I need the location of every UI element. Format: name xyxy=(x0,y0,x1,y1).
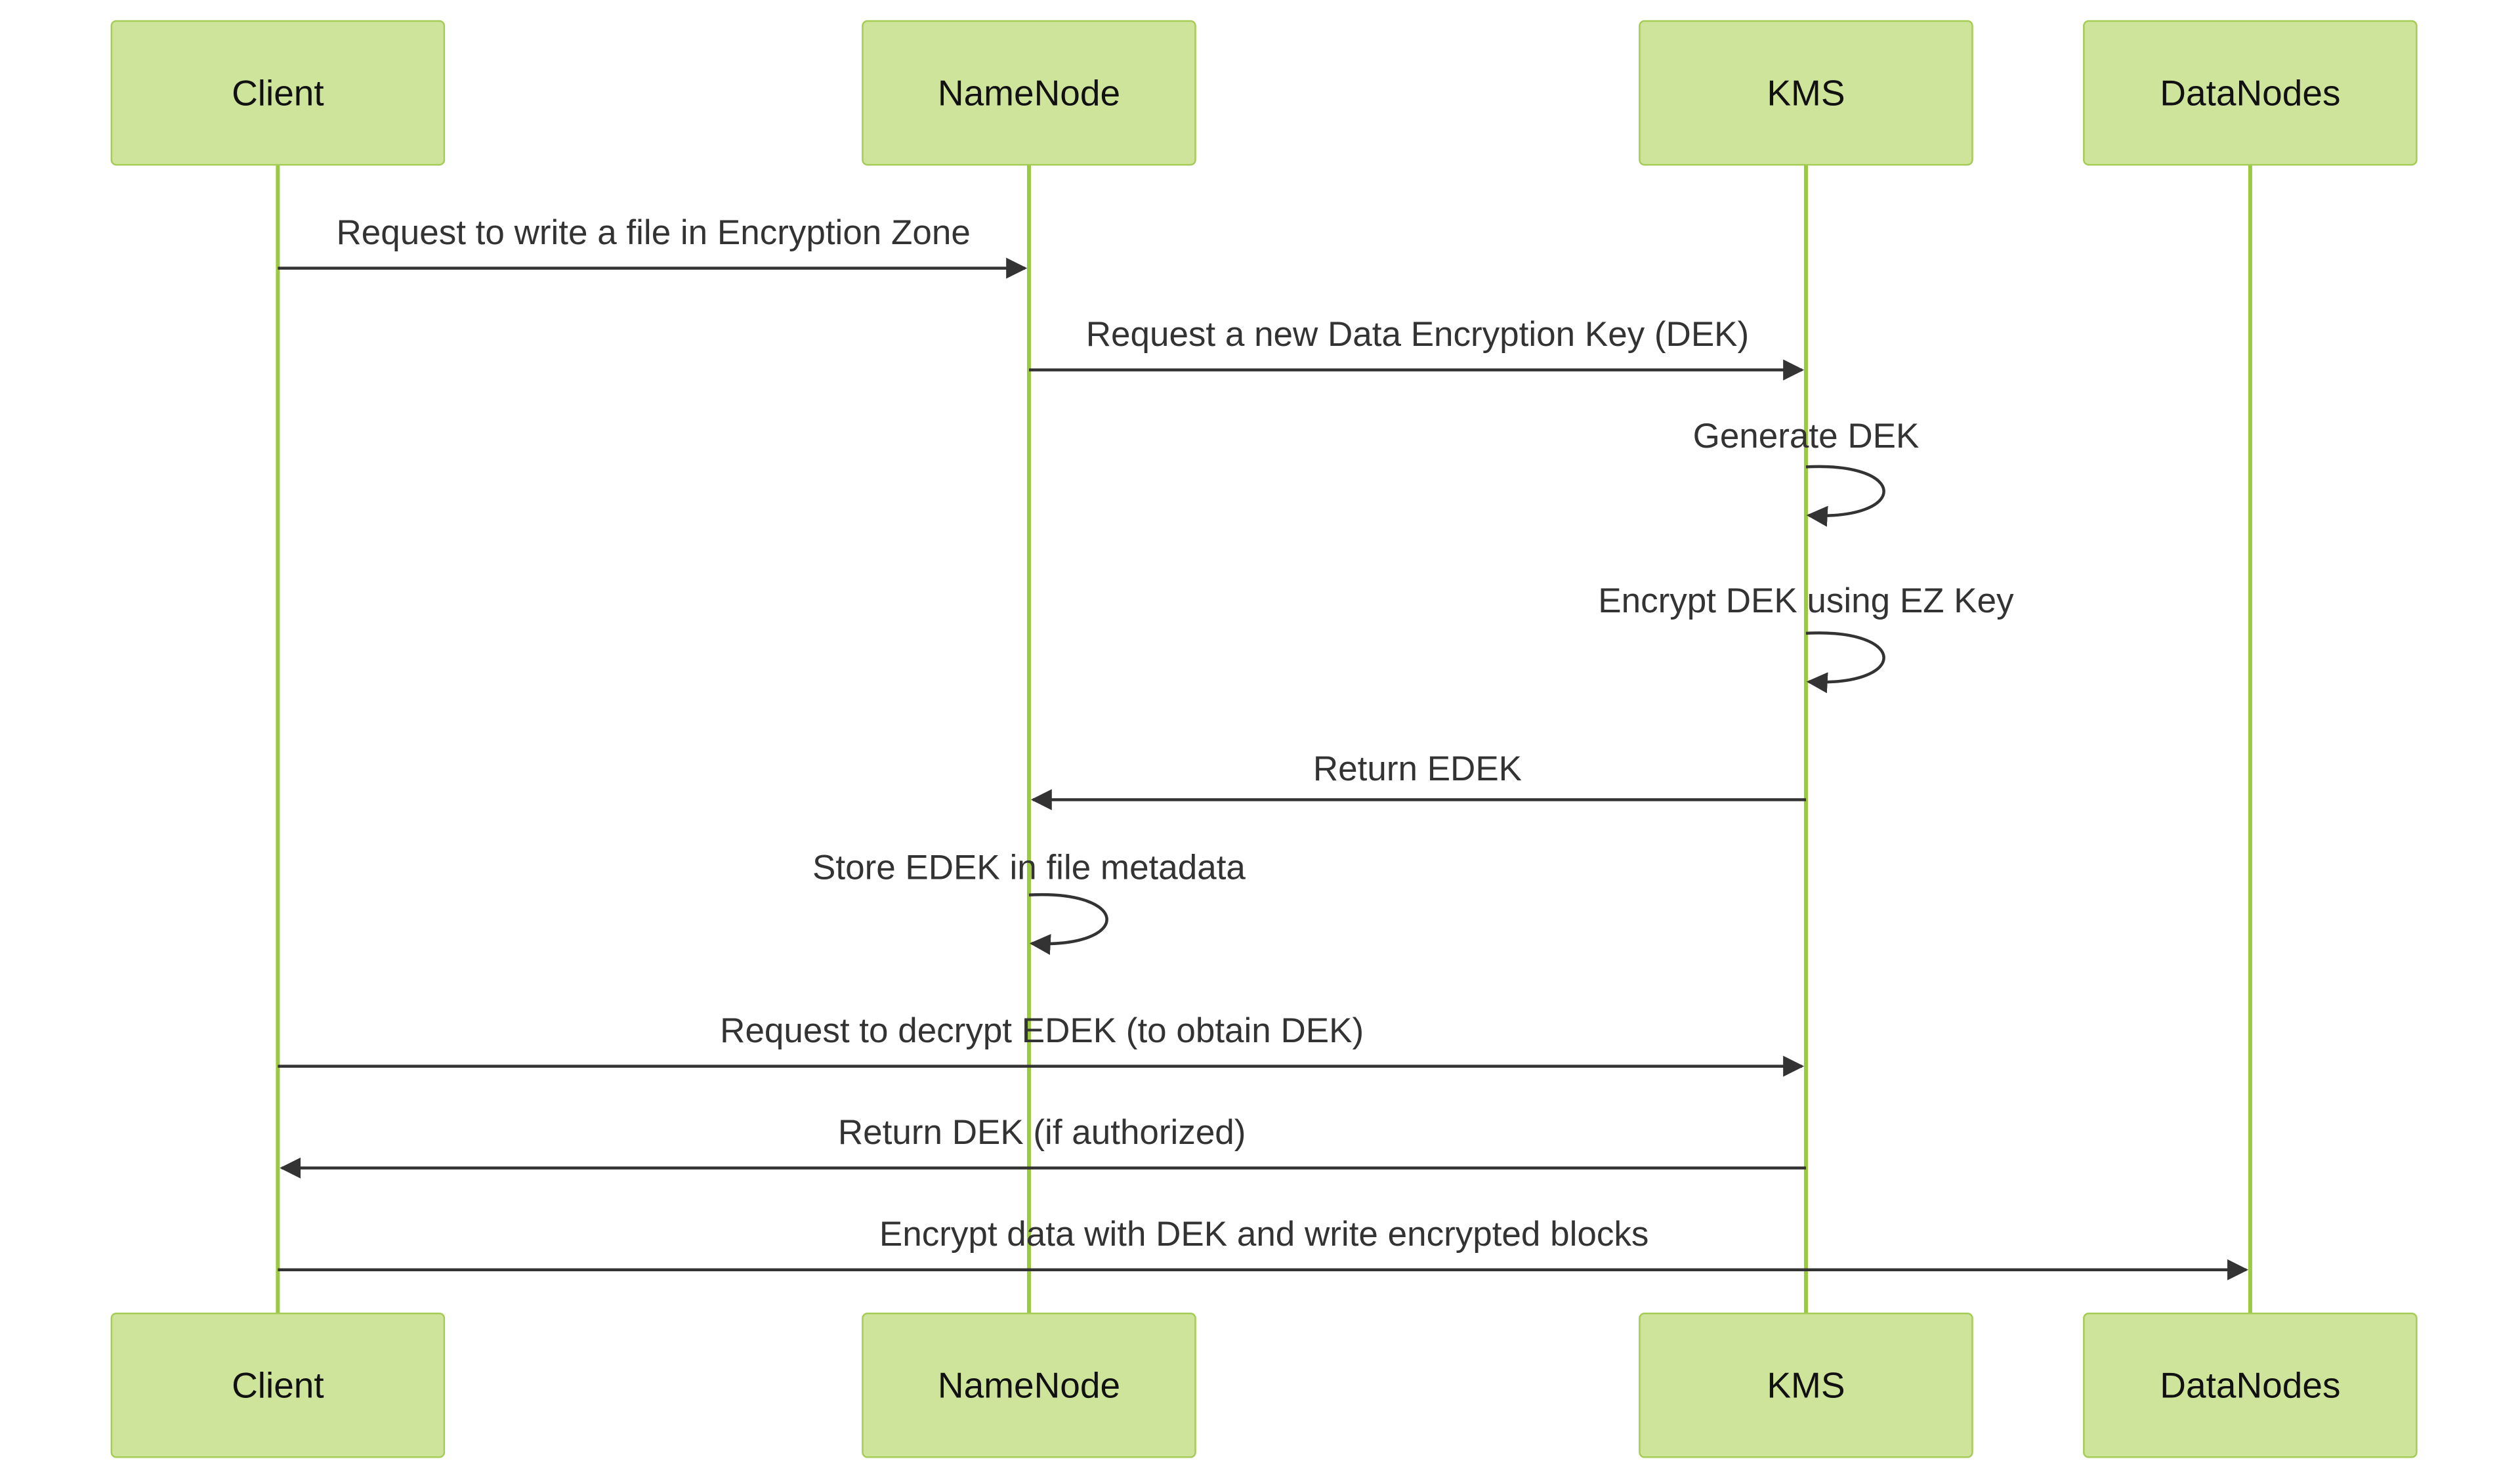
actor-box xyxy=(1639,20,1973,166)
actor-label: NameNode xyxy=(938,73,1120,114)
actor-box xyxy=(1639,1312,1973,1458)
messages: Request to write a file in Encryption Zo… xyxy=(278,213,2249,1280)
message-label: Generate DEK xyxy=(1693,417,1920,455)
message-6: Store EDEK in file metadata xyxy=(812,848,1246,955)
message-2: Request a new Data Encryption Key (DEK) xyxy=(1028,315,1805,381)
actor-box xyxy=(110,20,446,166)
message-label: Request to decrypt EDEK (to obtain DEK) xyxy=(720,1011,1364,1050)
message-label: Encrypt DEK using EZ Key xyxy=(1598,581,2014,620)
message-9: Encrypt data with DEK and write encrypte… xyxy=(278,1215,2249,1280)
actor-client-top: Client xyxy=(110,20,446,166)
message-label: Store EDEK in file metadata xyxy=(812,848,1246,887)
message-4: Encrypt DEK using EZ Key xyxy=(1598,581,2014,694)
message-1: Request to write a file in Encryption Zo… xyxy=(278,213,1028,279)
actor-kms-top: KMS xyxy=(1639,20,1973,166)
actor-box xyxy=(862,20,1196,166)
actor-label: Client xyxy=(232,1365,324,1406)
message-5: Return EDEK xyxy=(1030,750,1806,811)
message-7: Request to decrypt EDEK (to obtain DEK) xyxy=(278,1011,1805,1077)
actor-datanodes-top: DataNodes xyxy=(2083,20,2418,166)
self-message-arrow xyxy=(1805,631,1885,694)
actor-box xyxy=(862,1312,1196,1458)
actor-kms-bottom: KMS xyxy=(1639,1312,1973,1458)
message-label: Request a new Data Encryption Key (DEK) xyxy=(1086,315,1749,354)
actor-label: NameNode xyxy=(938,1365,1120,1406)
actor-label: KMS xyxy=(1767,73,1845,114)
actor-box xyxy=(110,1312,446,1458)
actor-label: DataNodes xyxy=(2160,73,2340,114)
actor-box xyxy=(2083,20,2418,166)
message-3: Generate DEK xyxy=(1693,417,1920,527)
message-label: Encrypt data with DEK and write encrypte… xyxy=(879,1215,1648,1254)
actor-label: Client xyxy=(232,73,324,114)
actor-client-bottom: Client xyxy=(110,1312,446,1458)
lifelines xyxy=(276,165,2252,1314)
self-message-arrow xyxy=(1028,893,1108,955)
message-8: Return DEK (if authorized) xyxy=(280,1113,1806,1179)
message-label: Return EDEK xyxy=(1313,750,1522,788)
actor-label: DataNodes xyxy=(2160,1365,2340,1406)
message-label: Return DEK (if authorized) xyxy=(838,1113,1246,1152)
actor-namenode-top: NameNode xyxy=(862,20,1196,166)
actor-namenode-bottom: NameNode xyxy=(862,1312,1196,1458)
message-label: Request to write a file in Encryption Zo… xyxy=(337,213,971,252)
self-message-arrow xyxy=(1805,465,1885,527)
actor-datanodes-bottom: DataNodes xyxy=(2083,1312,2418,1458)
actor-box xyxy=(2083,1312,2418,1458)
actor-label: KMS xyxy=(1767,1365,1845,1406)
actors-top: Client NameNode KMS DataNodes xyxy=(110,20,2418,166)
actors-bottom: Client NameNode KMS DataNodes xyxy=(110,1312,2418,1458)
